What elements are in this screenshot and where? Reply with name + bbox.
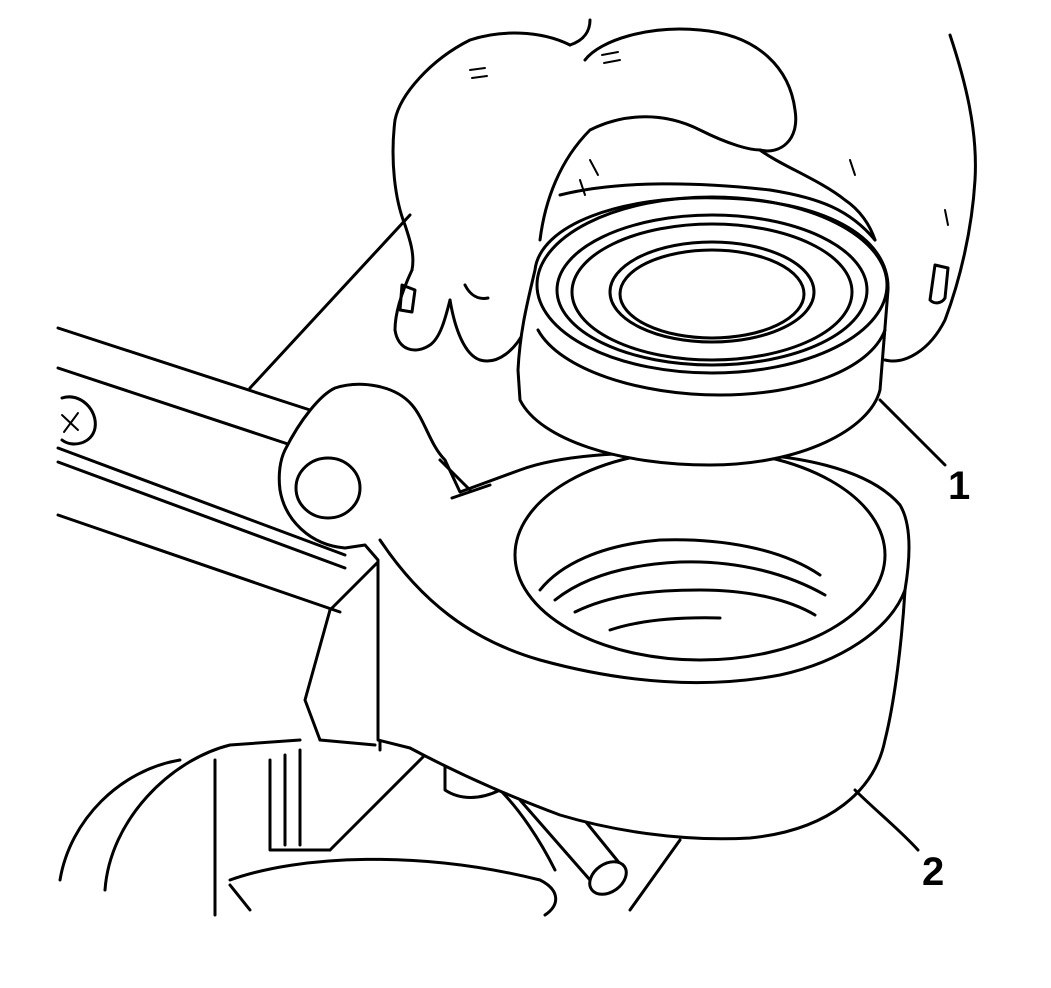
callout-label-1: 1 xyxy=(948,464,971,508)
x-mark-icon xyxy=(61,412,79,433)
leader-line-1 xyxy=(878,398,947,467)
lower-housing xyxy=(58,738,558,917)
bearing xyxy=(516,195,890,467)
callout-leaders xyxy=(853,398,947,852)
installer-tool xyxy=(277,382,911,841)
hand xyxy=(391,18,977,363)
leader-line-2 xyxy=(853,788,920,852)
callout-label-2: 2 xyxy=(922,850,945,894)
lever-bolt xyxy=(60,395,97,446)
